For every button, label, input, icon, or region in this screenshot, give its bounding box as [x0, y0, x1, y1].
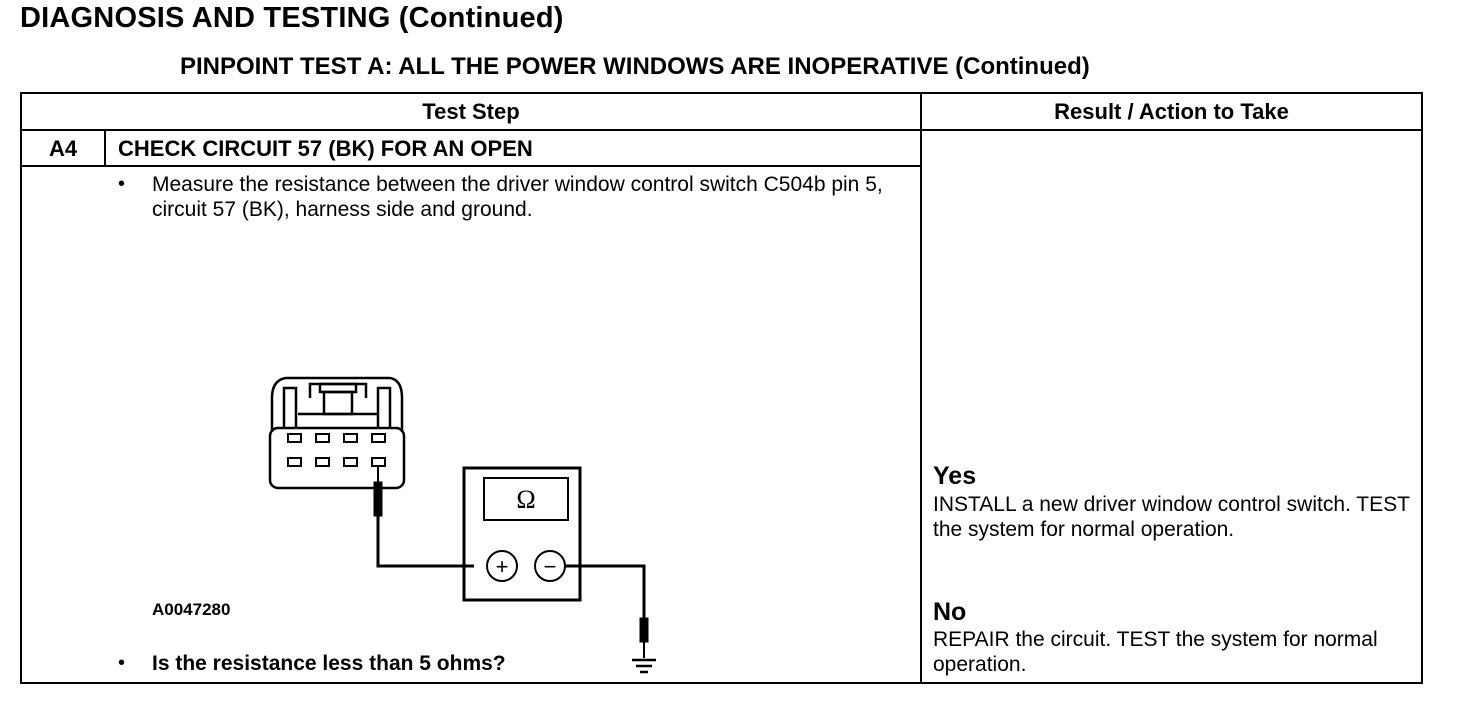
result-no-action: REPAIR the circuit. TEST the system for … — [933, 628, 1378, 676]
result-yes-action: INSTALL a new driver window control swit… — [933, 493, 1410, 541]
pinpoint-test-title: PINPOINT TEST A: ALL THE POWER WINDOWS A… — [180, 53, 1090, 80]
header-result-action: Result / Action to Take — [1054, 99, 1289, 124]
ohm-symbol: Ω — [516, 485, 535, 514]
page-heading: DIAGNOSIS AND TESTING (Continued) — [20, 2, 564, 34]
figure-id: A0047280 — [152, 600, 231, 619]
step-title: CHECK CIRCUIT 57 (BK) FOR AN OPEN — [118, 136, 533, 161]
header-divider — [22, 129, 1421, 131]
step-id-divider — [104, 130, 106, 166]
bullet: • — [118, 652, 126, 674]
result-yes-label: Yes — [933, 462, 977, 490]
ohmmeter-drawing — [462, 466, 582, 602]
step-instruction: Measure the resistance between the drive… — [152, 173, 883, 221]
positive-probe — [373, 466, 474, 568]
connector-c504b-drawing — [268, 376, 406, 490]
step-id: A4 — [48, 136, 78, 161]
step-question: Is the resistance less than 5 ohms? — [152, 652, 506, 675]
bullet: • — [118, 173, 126, 195]
plus-terminal-icon: + — [496, 554, 509, 579]
step-title-divider — [22, 165, 920, 167]
result-no-label: No — [933, 598, 967, 626]
negative-probe — [565, 564, 649, 658]
connector-meter-diagram: Ω + − — [268, 376, 656, 674]
minus-terminal-icon: − — [544, 554, 557, 579]
test-step-table: Test Step Result / Action to Take A4 CHE… — [20, 92, 1423, 684]
connector-pins — [287, 433, 386, 467]
header-test-step: Test Step — [422, 99, 520, 124]
ground-icon — [632, 658, 656, 674]
column-divider — [920, 94, 922, 682]
